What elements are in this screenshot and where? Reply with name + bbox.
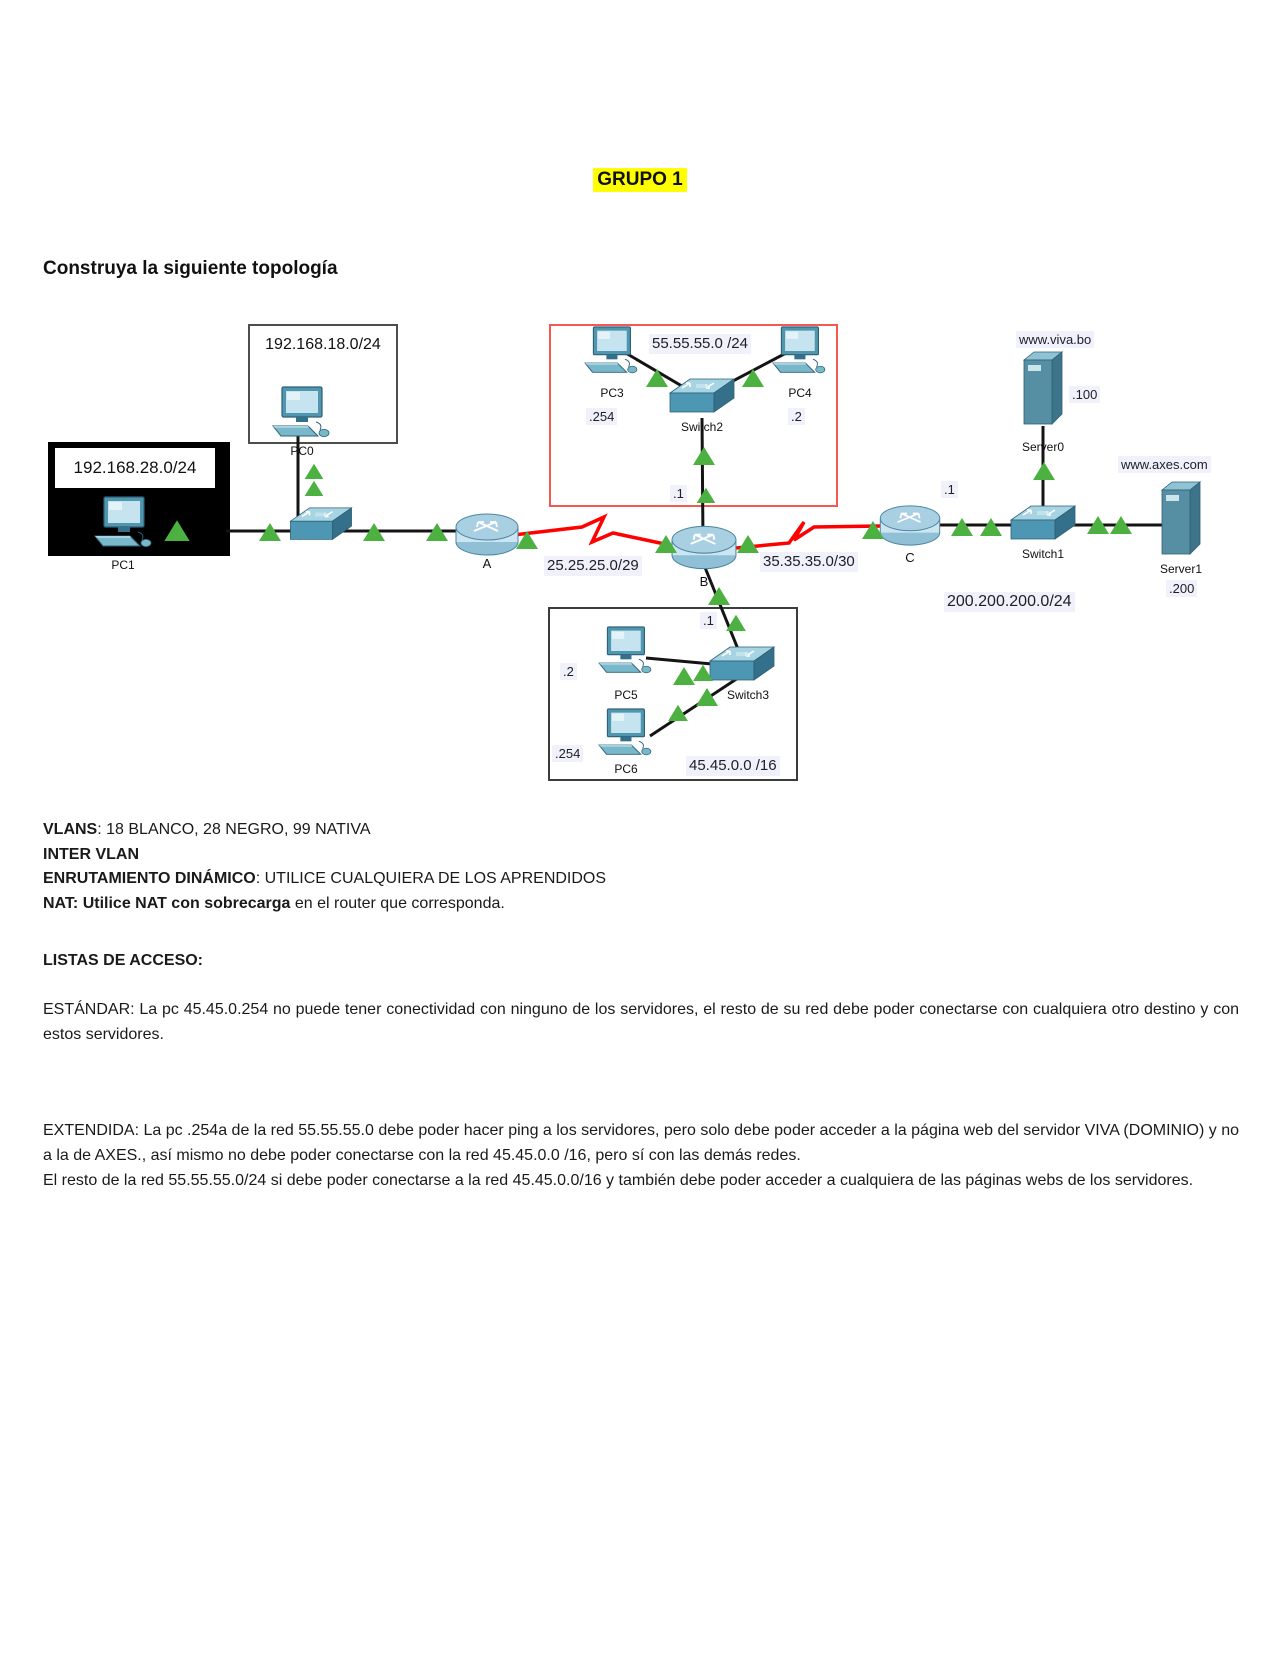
routing-text: : UTILICE CUALQUIERA DE LOS APRENDIDOS: [255, 870, 607, 887]
serial-link-a-b: [504, 513, 675, 548]
routing-line: ENRUTAMIENTO DINÁMICO: UTILICE CUALQUIER…: [43, 867, 606, 892]
address-routerC-east: .1: [941, 481, 958, 498]
device-label-pc6: PC6: [614, 762, 638, 776]
server-icon: [1161, 481, 1201, 555]
domain-label-viva: www.viva.bo: [1016, 331, 1095, 348]
device-label-router-c: C: [905, 550, 915, 565]
extended-acl-part2: El resto de la red 55.55.55.0/24 si debe…: [43, 1172, 1194, 1189]
network-label-200: 200.200.200.0/24: [944, 592, 1075, 612]
nat-label: NAT: Utilice NAT con sobrecarga: [43, 894, 291, 912]
device-label-pc5: PC5: [614, 688, 638, 702]
server-icon: [1023, 351, 1063, 425]
vlans-text: : 18 BLANCO, 28 NEGRO, 99 NATIVA: [97, 821, 371, 838]
device-label-pc1: PC1: [111, 558, 135, 572]
pc-icon: [598, 626, 652, 674]
domain-label-axes: www.axes.com: [1118, 456, 1211, 473]
network-box-18: [248, 324, 398, 444]
device-label-pc3: PC3: [600, 386, 624, 400]
vlans-label: VLANS: [43, 821, 98, 838]
serial-link-b-c: [735, 520, 883, 550]
address-pc3: .254: [586, 408, 618, 425]
router-icon: [455, 513, 519, 556]
page-title: GRUPO 1: [593, 168, 687, 192]
router-icon: [671, 525, 737, 570]
device-label-router-b: B: [699, 574, 709, 589]
switch-icon: [289, 507, 353, 541]
pc-icon: [584, 326, 638, 374]
title-row: GRUPO 1: [0, 168, 1280, 192]
network-box-55: [549, 324, 838, 507]
extended-acl-paragraph: EXTENDIDA: La pc .254a de la red 55.55.5…: [43, 1118, 1239, 1193]
network-label-28: 192.168.28.0/24: [55, 448, 215, 488]
device-label-server0: Server0: [1021, 440, 1065, 454]
address-server0: .100: [1069, 386, 1101, 403]
pc-icon: [94, 496, 152, 548]
network-box-45: [548, 607, 798, 781]
pc-icon: [272, 386, 330, 438]
network-label-25: 25.25.25.0/29: [544, 556, 642, 576]
address-server1: .200: [1166, 580, 1198, 597]
device-label-pc4: PC4: [788, 386, 812, 400]
device-label-pc0: PC0: [290, 444, 314, 458]
switch-icon: [1010, 505, 1076, 540]
section-heading: Construya la siguiente topología: [43, 258, 338, 279]
pc-icon: [772, 326, 826, 374]
network-label-45: 45.45.0.0 /16: [686, 756, 780, 776]
device-label-switch1: Switch1: [1021, 547, 1065, 561]
routing-label: ENRUTAMIENTO DINÁMICO: [43, 870, 256, 887]
switch-icon: [669, 378, 735, 413]
device-label-router-a: A: [482, 556, 492, 571]
address-routerB-south: .1: [700, 612, 717, 629]
requirements-block: VLANS: 18 BLANCO, 28 NEGRO, 99 NATIVA IN…: [43, 818, 606, 916]
address-pc5: .2: [560, 663, 577, 680]
device-label-switch2: Switch2: [680, 420, 724, 434]
network-label-35: 35.35.35.0/30: [760, 552, 858, 572]
extended-acl-part1: EXTENDIDA: La pc .254a de la red 55.55.5…: [43, 1122, 1239, 1164]
standard-acl-paragraph: ESTÁNDAR: La pc 45.45.0.254 no puede ten…: [43, 1001, 1239, 1043]
device-label-switch3: Switch3: [726, 688, 770, 702]
intervlan-line: INTER VLAN: [43, 845, 139, 863]
switch-icon: [709, 646, 775, 681]
address-pc6: .254: [552, 745, 584, 762]
nat-text: en el router que corresponda.: [290, 894, 505, 912]
network-label-18: 192.168.18.0/24: [265, 336, 381, 353]
router-icon: [879, 504, 941, 546]
address-routerB-north: .1: [670, 485, 687, 502]
acl-heading: LISTAS DE ACCESO:: [43, 952, 204, 969]
pc-icon: [598, 708, 652, 756]
vlans-line: VLANS: 18 BLANCO, 28 NEGRO, 99 NATIVA: [43, 818, 606, 843]
nat-line: NAT: Utilice NAT con sobrecarga en el ro…: [43, 892, 606, 917]
network-label-55: 55.55.55.0 /24: [649, 334, 751, 354]
device-label-server1: Server1: [1159, 562, 1203, 576]
address-pc4: .2: [788, 408, 805, 425]
